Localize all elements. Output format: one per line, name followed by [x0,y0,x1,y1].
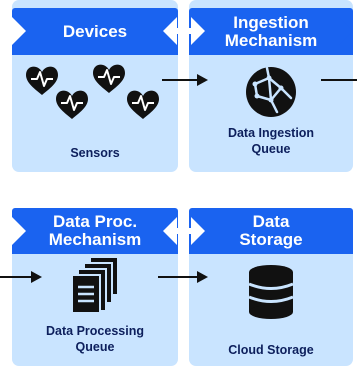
processing-caption-line1: Data Processing [46,324,144,338]
devices-caption-text: Sensors [70,146,120,160]
storage-header-line1: Data [252,212,290,232]
ingestion-caption-line2: Queue [251,142,291,157]
devices-header: Devices [12,8,178,55]
processing-caption-line2: Queue [75,340,115,355]
storage-caption-text: Cloud Storage [228,343,314,357]
ingestion-header: Ingestion Mechanism [189,8,353,55]
storage-caption: Cloud Storage [189,342,353,358]
devices-header-text: Devices [62,21,128,41]
processing-header-line2: Mechanism [48,230,142,249]
processing-header-line1: Data Proc. [52,212,138,232]
database-icon [248,265,294,319]
heart-pulse-icon [25,63,160,120]
processing-header: Data Proc. Mechanism [12,208,178,254]
network-ball-icon [246,66,296,117]
storage-header: Data Storage [189,208,353,254]
document-stack-icon [71,256,119,314]
devices-caption: Sensors [12,145,178,161]
ingestion-header-line1: Ingestion [233,12,309,32]
processing-caption: Data Processing Queue [12,323,178,356]
storage-header-line2: Storage [239,230,303,249]
ingestion-caption-line1: Data Ingestion [227,126,315,140]
ingestion-header-line2: Mechanism [224,30,318,50]
ingestion-caption: Data Ingestion Queue [189,125,353,158]
